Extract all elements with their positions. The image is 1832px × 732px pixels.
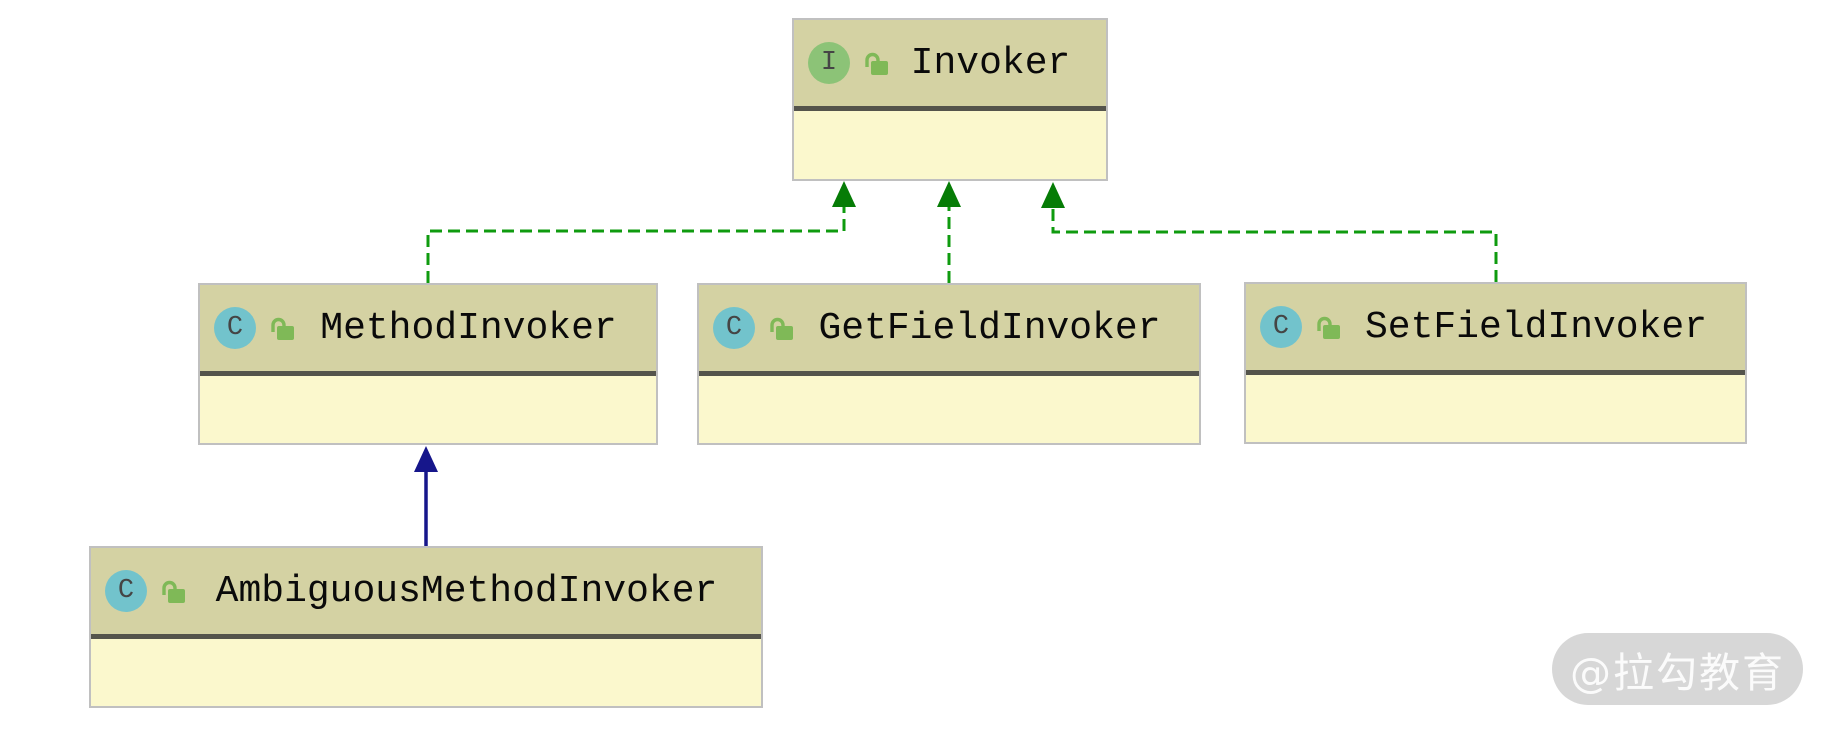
class-node-invoker[interactable]: I Invoker (792, 18, 1108, 181)
node-members-section (699, 376, 1199, 443)
unlock-icon (1317, 316, 1340, 339)
class-icon-letter: C (1272, 312, 1290, 342)
interface-icon: I (808, 42, 850, 84)
watermark-text: @拉勾教育 (1570, 649, 1785, 697)
class-node-methodinvoker[interactable]: C MethodInvoker (198, 283, 658, 445)
class-name-label: SetFieldInvoker (1364, 305, 1708, 349)
class-icon: C (1260, 306, 1302, 348)
node-header: C AmbiguousMethodInvoker (91, 548, 761, 634)
node-header: C MethodInvoker (200, 285, 656, 371)
header-separator (794, 106, 1106, 111)
unlock-icon (162, 580, 185, 603)
node-header: C SetFieldInvoker (1246, 284, 1745, 370)
node-members-section (794, 111, 1106, 179)
interface-icon-letter: I (820, 48, 838, 78)
unlock-icon (865, 52, 888, 75)
class-icon: C (713, 307, 755, 349)
unlock-icon (770, 317, 793, 340)
class-icon: C (214, 307, 256, 349)
class-name-label: AmbiguousMethodInvoker (215, 569, 718, 613)
header-separator (1246, 370, 1745, 375)
class-node-setfieldinvoker[interactable]: C SetFieldInvoker (1244, 282, 1747, 444)
edge-extends-ambiguousmethodinvoker-methodinvoker (414, 446, 438, 546)
class-name-label: GetFieldInvoker (818, 306, 1161, 350)
header-separator (200, 371, 656, 376)
class-node-getfieldinvoker[interactable]: C GetFieldInvoker (697, 283, 1201, 445)
edge-implements-getfieldinvoker-invoker (937, 181, 961, 283)
header-separator (699, 371, 1199, 376)
class-name-label: Invoker (910, 41, 1071, 85)
class-icon: C (105, 570, 147, 612)
node-members-section (1246, 375, 1745, 442)
unlock-icon (271, 317, 294, 340)
node-members-section (200, 376, 656, 443)
node-header: C GetFieldInvoker (699, 285, 1199, 371)
watermark-badge: @拉勾教育 (1552, 633, 1803, 705)
class-icon-letter: C (117, 576, 135, 606)
edge-implements-setfieldinvoker-invoker (1041, 182, 1498, 282)
header-separator (91, 634, 761, 639)
node-header: I Invoker (794, 20, 1106, 106)
class-icon-letter: C (226, 313, 244, 343)
class-icon-letter: C (725, 313, 743, 343)
class-name-label: MethodInvoker (320, 306, 617, 350)
class-node-ambiguousmethodinvoker[interactable]: C AmbiguousMethodInvoker (89, 546, 763, 708)
node-members-section (91, 639, 761, 706)
edge-implements-methodinvoker-invoker (426, 181, 856, 283)
